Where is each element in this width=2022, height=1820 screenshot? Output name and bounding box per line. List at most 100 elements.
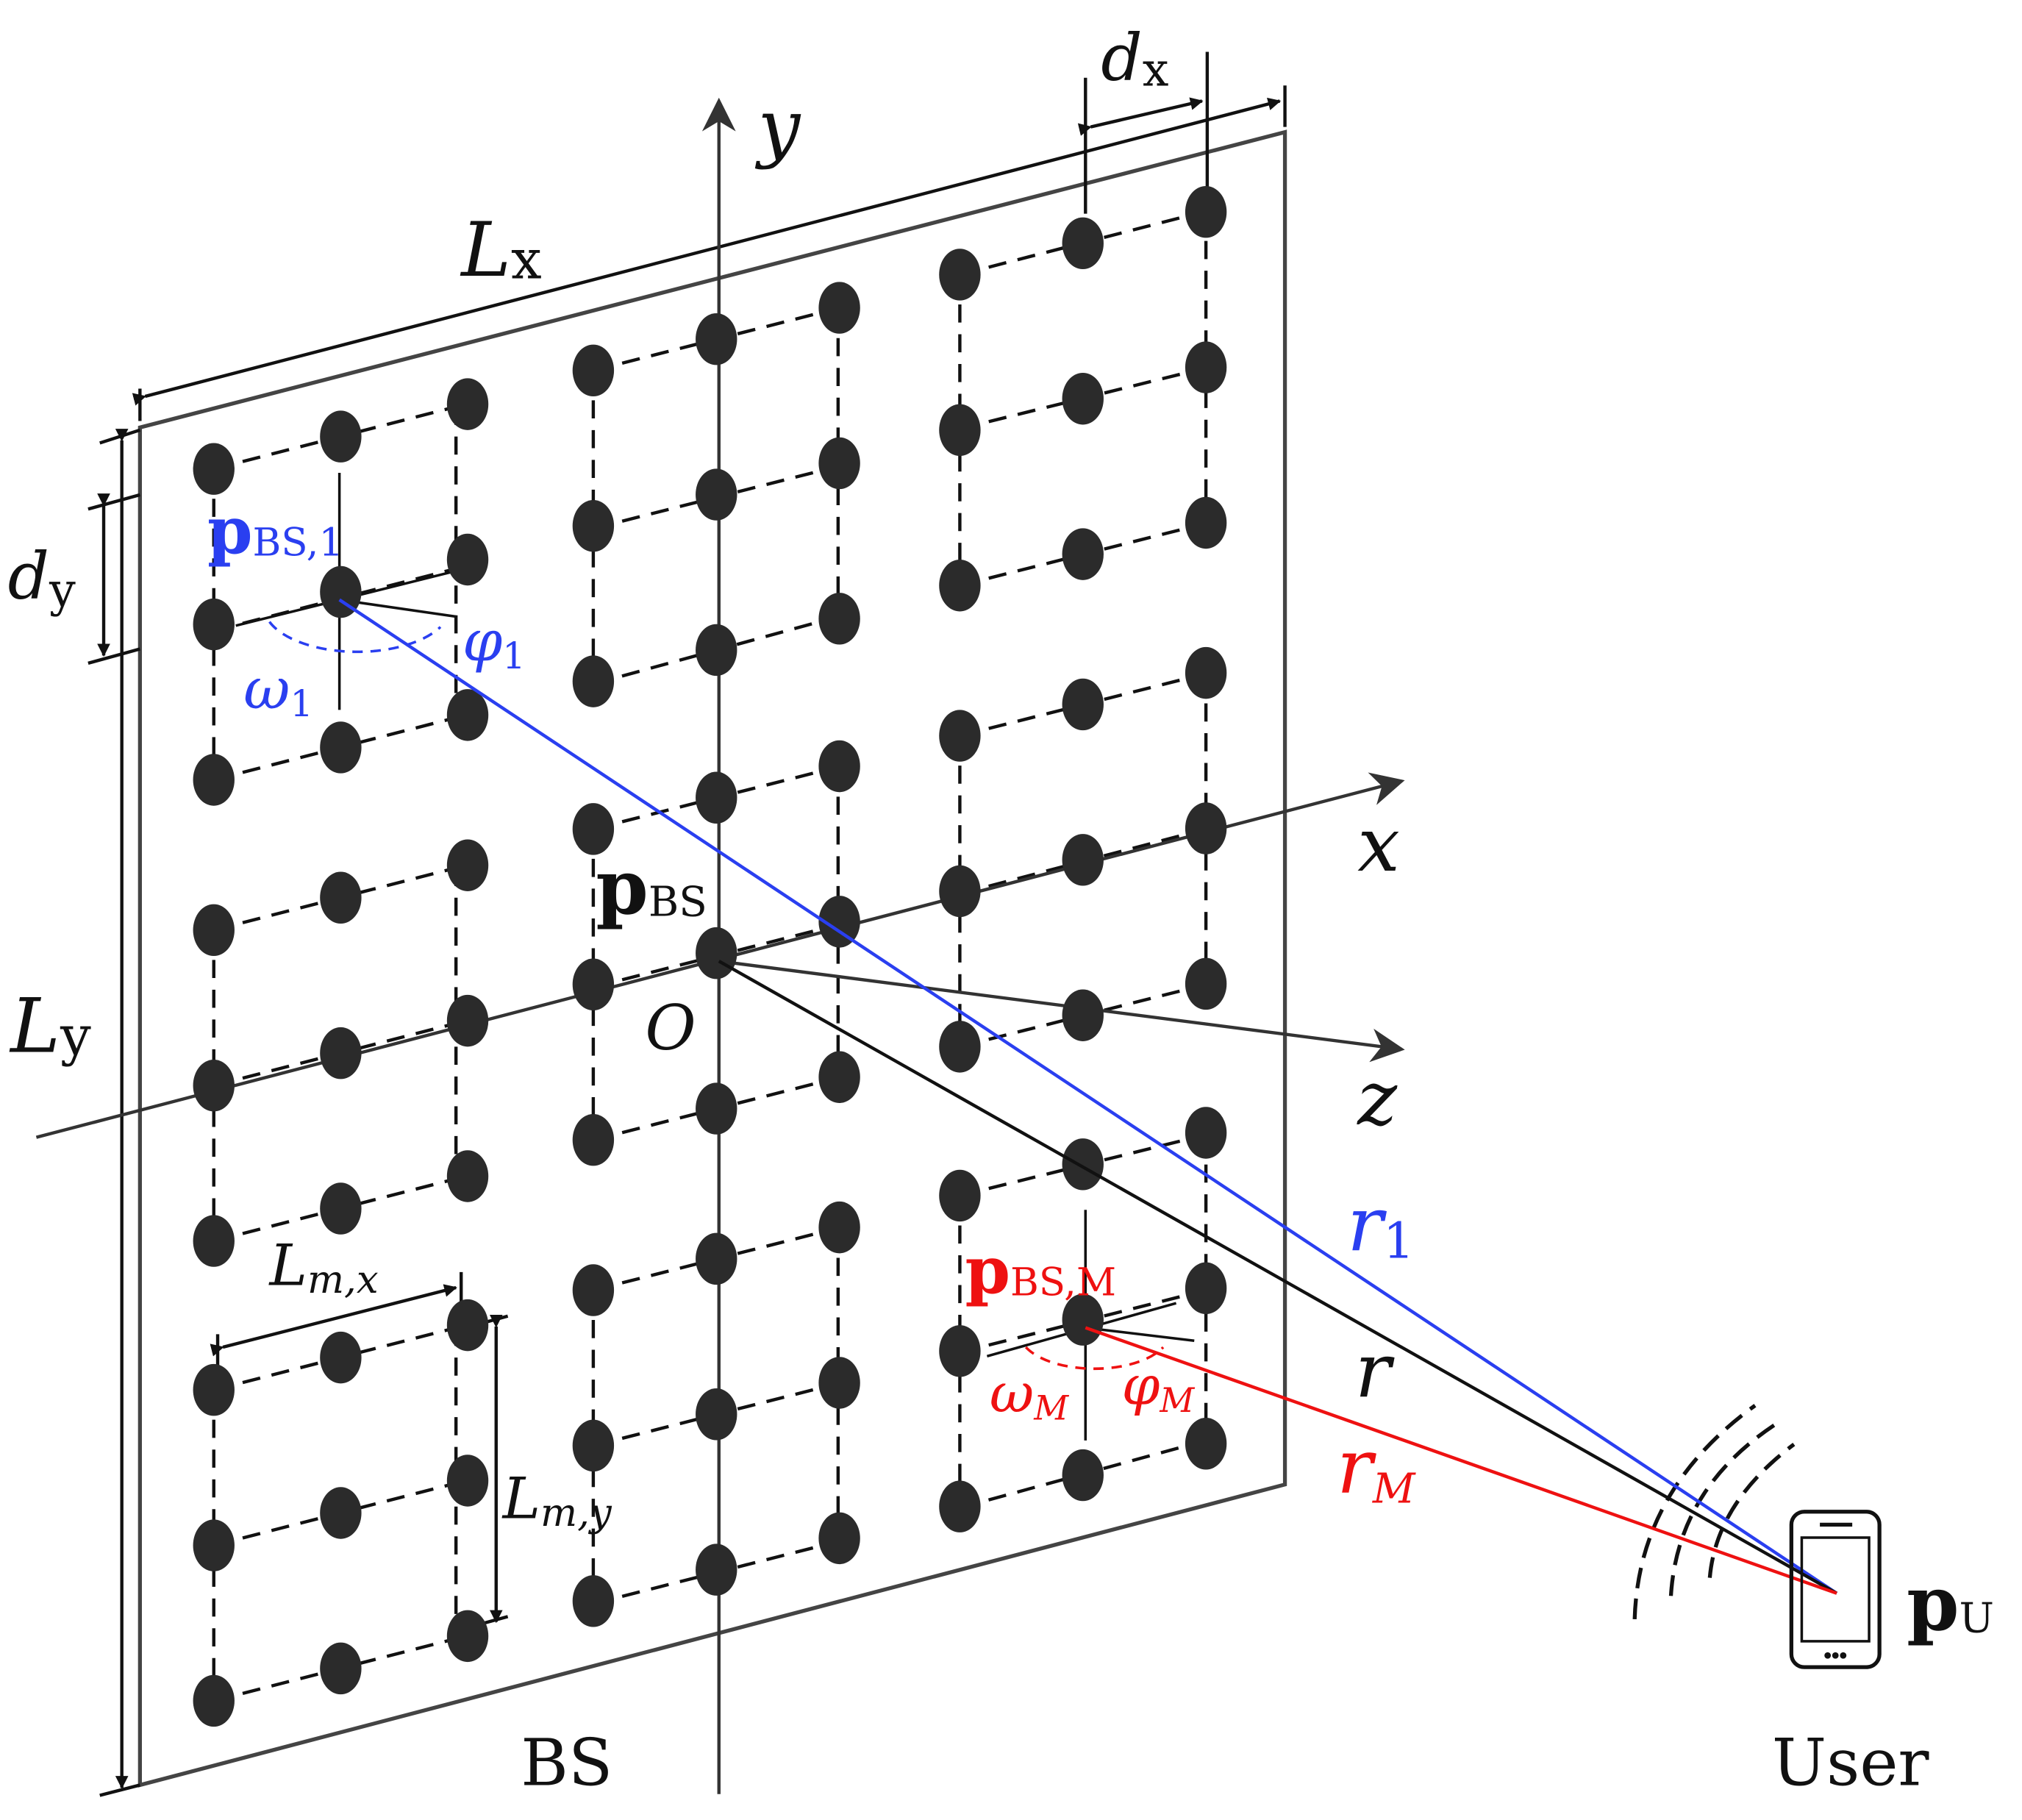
antenna-element — [446, 378, 489, 430]
antenna-element — [818, 1357, 860, 1409]
origin-label: O — [645, 992, 696, 1064]
antenna-element — [320, 871, 362, 924]
antenna-element — [446, 1455, 489, 1507]
antenna-element — [320, 410, 362, 463]
antenna-element — [1185, 341, 1227, 393]
antenna-element — [939, 404, 981, 457]
antenna-element — [320, 1642, 362, 1695]
antenna-element — [446, 1150, 489, 1202]
antenna-element — [1062, 989, 1104, 1041]
antenna-element — [696, 771, 737, 824]
antenna-element — [193, 1363, 235, 1416]
lx-label: Lx — [460, 207, 542, 294]
antenna-element — [446, 1610, 489, 1663]
antenna-element — [572, 803, 615, 855]
antenna-element — [696, 1388, 737, 1441]
antenna-element — [320, 565, 362, 618]
antenna-element — [939, 865, 981, 918]
antenna-element — [572, 344, 615, 397]
antenna-element — [1062, 1293, 1104, 1346]
antenna-element — [193, 443, 235, 495]
bs-label: BS — [521, 1724, 612, 1800]
antenna-element — [193, 754, 235, 806]
antenna-element — [818, 1201, 860, 1254]
antenna-element — [818, 1512, 860, 1565]
omega1-label: ω1 — [243, 657, 313, 726]
labels: y x z O Lx Ly dx dy Lm,x Lm,y pBS pBS,1 … — [8, 20, 1994, 1800]
antenna-element — [696, 1232, 737, 1285]
antenna-element — [193, 1215, 235, 1267]
omegam-arc — [1024, 1346, 1165, 1371]
antenna-element — [1062, 1449, 1104, 1502]
pbs1-label: pBS,1 — [207, 492, 343, 568]
ray-rm — [1085, 1326, 1837, 1595]
antenna-element — [572, 1575, 615, 1627]
antenna-element — [1062, 1138, 1104, 1191]
antenna-element — [1062, 678, 1104, 731]
antenna-element — [1062, 834, 1104, 886]
pbs-label: pBS — [596, 843, 707, 932]
signal-waves-icon — [1632, 1404, 1796, 1620]
antenna-element — [572, 655, 615, 707]
ray-r — [718, 960, 1838, 1595]
antenna-element — [446, 839, 489, 891]
antenna-element — [320, 1182, 362, 1235]
lmx-label: Lm,x — [268, 1232, 379, 1302]
antenna-element — [818, 740, 860, 793]
omega1-arc — [268, 621, 442, 654]
omegam-label: ωM — [990, 1362, 1069, 1428]
antenna-element — [1185, 1418, 1227, 1470]
antenna-element — [939, 1169, 981, 1222]
antenna-elements — [193, 185, 1227, 1727]
antenna-element — [446, 533, 489, 586]
antenna-element — [818, 896, 860, 948]
antenna-element — [1185, 496, 1227, 549]
phim-label: φM — [1122, 1355, 1196, 1421]
antenna-element — [1062, 372, 1104, 425]
antenna-element — [1185, 1107, 1227, 1159]
antenna-element — [1185, 185, 1227, 238]
antenna-element — [1185, 802, 1227, 854]
antenna-element — [818, 593, 860, 645]
r1-label: r1 — [1347, 1181, 1414, 1270]
smartphone-icon — [1789, 1510, 1882, 1669]
antenna-element — [1185, 957, 1227, 1010]
antenna-element — [1185, 646, 1227, 699]
antenna-element — [939, 559, 981, 612]
ly-label: Ly — [9, 982, 91, 1070]
antenna-element — [696, 313, 737, 365]
antenna-element — [572, 1419, 615, 1472]
antenna-element — [320, 721, 362, 774]
antenna-element — [572, 499, 615, 552]
antenna-element — [1062, 528, 1104, 580]
antenna-element — [939, 249, 981, 301]
antenna-element — [696, 1082, 737, 1135]
axis-z-label: z — [1357, 1055, 1398, 1143]
antenna-element — [818, 437, 860, 490]
rm-label: rM — [1337, 1423, 1416, 1513]
z-axis — [718, 959, 1405, 1063]
r-label: r — [1355, 1327, 1395, 1415]
lmy-label: Lm,y — [501, 1466, 612, 1536]
antenna-element — [572, 958, 615, 1011]
axis-x-label: x — [1357, 802, 1400, 889]
antenna-element — [193, 598, 235, 651]
antenna-element — [193, 904, 235, 957]
dx-label: dx — [1101, 20, 1168, 96]
antenna-element — [1185, 1262, 1227, 1315]
antenna-element — [1062, 217, 1104, 270]
antenna-element — [193, 1059, 235, 1112]
pbsm-label: pBS,M — [965, 1232, 1116, 1308]
axis-y-label: y — [755, 84, 801, 171]
antenna-element — [320, 1487, 362, 1539]
antenna-element — [939, 710, 981, 762]
antenna-element — [696, 1544, 737, 1596]
antenna-element — [696, 927, 737, 979]
antenna-element — [320, 1331, 362, 1384]
antenna-element — [446, 994, 489, 1047]
phi1-label: φ1 — [462, 608, 526, 677]
antenna-element — [446, 689, 489, 741]
antenna-element — [818, 282, 860, 334]
antenna-element — [696, 468, 737, 521]
antenna-element — [193, 1519, 235, 1571]
